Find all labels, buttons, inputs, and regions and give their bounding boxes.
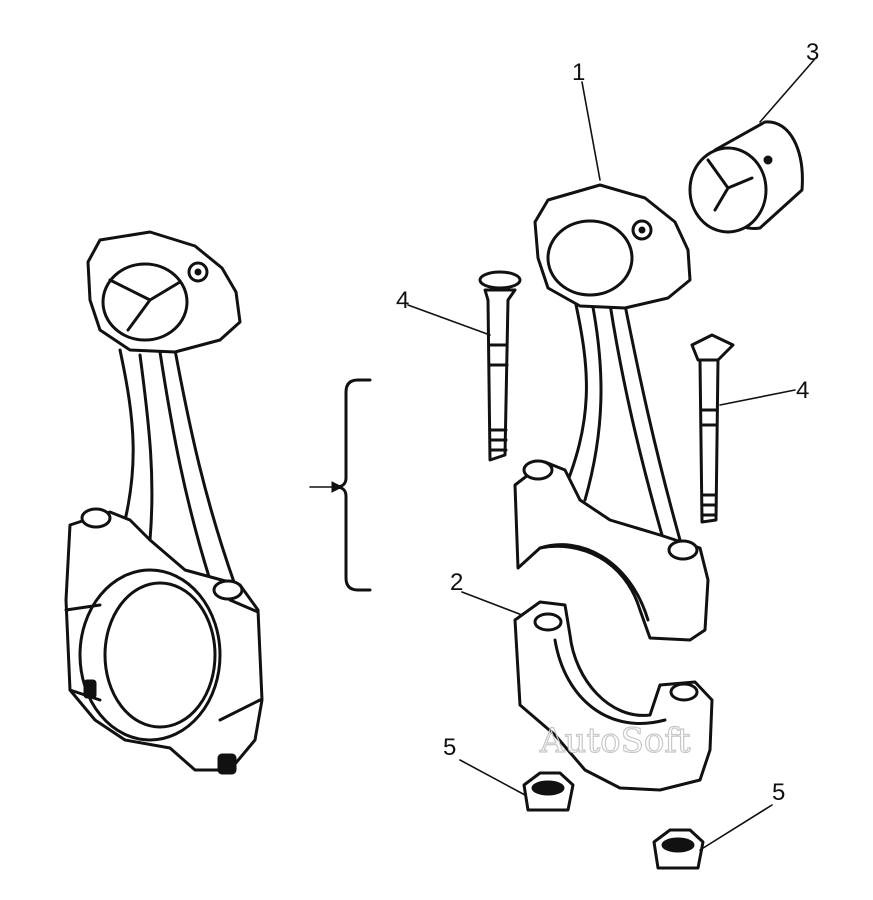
callout-5-left: 5 xyxy=(443,734,456,761)
rod-bolt-left xyxy=(478,270,522,462)
leader-lines xyxy=(407,59,815,851)
callout-4-right: 4 xyxy=(796,377,809,404)
callout-4-left: 4 xyxy=(396,287,409,314)
watermark-logo: AutoSoft xyxy=(539,721,691,761)
rod-nut-right xyxy=(652,828,705,870)
callout-5-right: 5 xyxy=(772,779,785,806)
rod-bearing-cap xyxy=(513,600,714,792)
rod-bolt-right xyxy=(690,333,735,524)
callout-1: 1 xyxy=(572,59,585,86)
callout-3: 3 xyxy=(806,39,819,66)
assembled-connecting-rod xyxy=(64,230,264,775)
rod-nut-left xyxy=(522,771,575,812)
connecting-rod-body xyxy=(513,183,710,642)
callout-2: 2 xyxy=(450,569,463,596)
piston-pin-bushing xyxy=(688,120,804,234)
assembly-bracket xyxy=(309,378,372,592)
